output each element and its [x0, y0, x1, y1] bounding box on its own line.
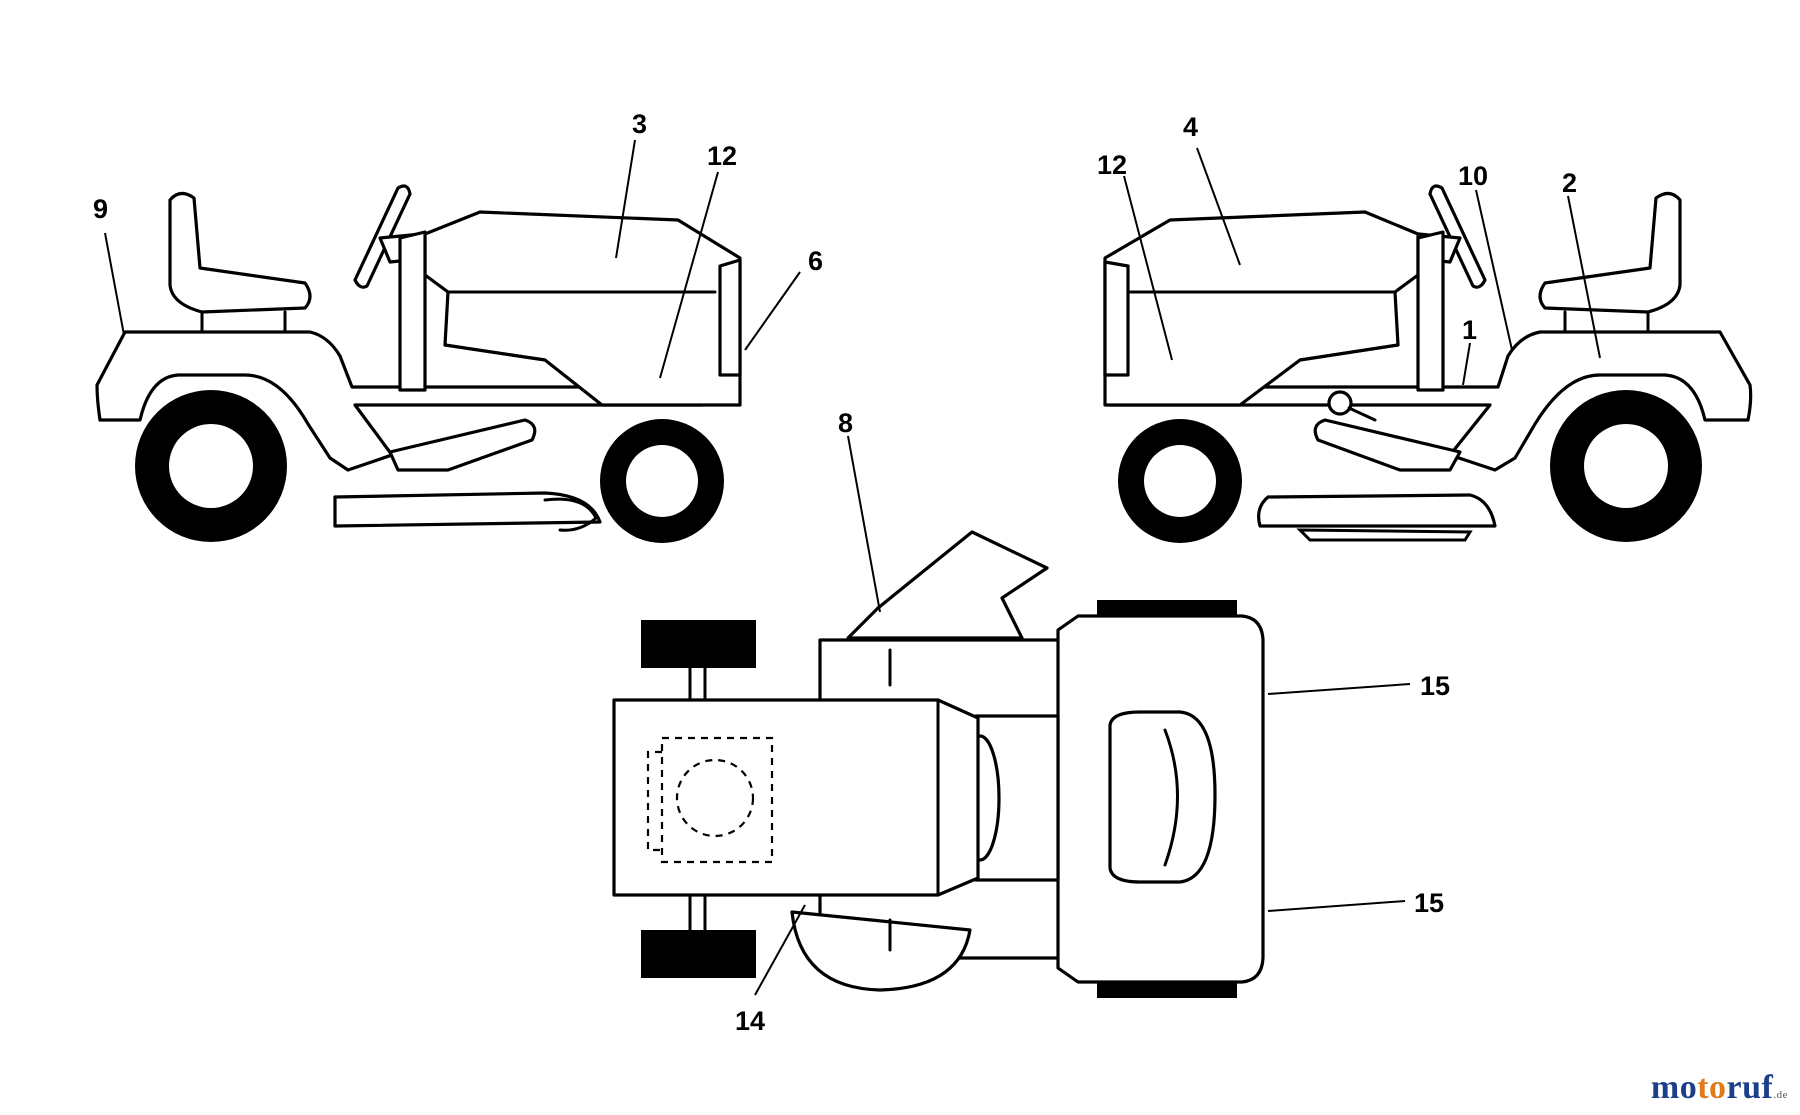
callout-8: 8	[838, 408, 853, 438]
callout-14: 14	[735, 1006, 765, 1036]
callout-12-left: 12	[707, 141, 737, 171]
callout-9: 9	[93, 194, 108, 224]
left-mower-deck	[333, 491, 602, 528]
watermark-part-3: ruf	[1726, 1069, 1774, 1106]
tractor-left-side-view	[95, 184, 742, 543]
callout-3: 3	[632, 109, 647, 139]
left-fender-body	[95, 330, 704, 472]
callout-10: 10	[1458, 161, 1488, 191]
top-hood	[612, 698, 980, 897]
top-seat	[1108, 710, 1217, 884]
left-hood	[423, 210, 742, 407]
leader-lines	[104, 139, 1601, 996]
callout-15-bottom: 15	[1414, 888, 1444, 918]
tractor-top-view	[612, 530, 1265, 998]
right-fender-body	[1108, 330, 1753, 472]
callout-4: 4	[1183, 112, 1198, 142]
callout-numbers: 9 3 12 6 4 12 10 2 1 8 15 15 14	[93, 109, 1577, 1036]
motoruf-watermark: motoruf.de	[1651, 1069, 1788, 1107]
right-mower-deck	[1257, 493, 1497, 528]
callout-1: 1	[1462, 315, 1477, 345]
watermark-part-2: to	[1697, 1069, 1727, 1106]
callout-15-top: 15	[1420, 671, 1450, 701]
watermark-part-1: mo	[1650, 1069, 1698, 1106]
callout-2: 2	[1562, 168, 1577, 198]
top-front-tire-upper	[641, 620, 756, 668]
callout-12-right: 12	[1097, 150, 1127, 180]
discharge-chute	[846, 530, 1049, 640]
left-seat-back	[168, 191, 312, 314]
right-hood	[1103, 210, 1420, 407]
right-seat-back	[1538, 191, 1682, 314]
watermark-tld: .de	[1773, 1089, 1788, 1101]
engine-outline	[660, 736, 774, 864]
tractor-right-side-view	[1103, 184, 1753, 543]
top-front-tire-lower	[641, 930, 756, 978]
callout-6: 6	[808, 246, 823, 276]
